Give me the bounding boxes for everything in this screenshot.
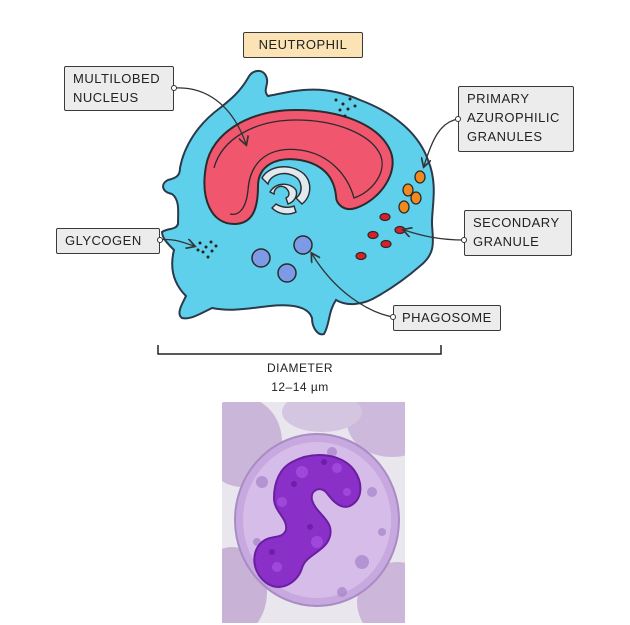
label-anchor-dot — [157, 237, 163, 243]
label-glycogen: GLYCOGEN — [56, 228, 160, 254]
primary-granules-leader-line — [424, 118, 459, 166]
diagram-title: NEUTROPHIL — [243, 32, 363, 58]
label-phagosome: PHAGOSOME — [393, 305, 501, 331]
primary-granules — [398, 170, 426, 214]
label-anchor-dot — [390, 314, 396, 320]
diameter-value: 12–14 µm — [271, 380, 329, 394]
label-secondary-granule: SECONDARY GRANULE — [464, 210, 572, 256]
label-multilobed-nucleus: MULTILOBED NUCLEUS — [64, 66, 174, 111]
phagosomes — [251, 235, 313, 283]
phagosome-leader-line — [312, 254, 394, 318]
neutrophil-micrograph-image — [222, 402, 405, 623]
diameter-bracket — [157, 345, 442, 355]
golgi-apparatus — [261, 166, 311, 215]
glycogen-particles — [196, 97, 357, 259]
label-primary-granules: PRIMARY AZUROPHILIC GRANULES — [458, 86, 574, 152]
nucleus-leader-line — [173, 87, 246, 144]
diameter-label: DIAMETER — [266, 361, 333, 375]
secondary-granule-leader-line — [404, 230, 465, 241]
label-anchor-dot — [461, 237, 467, 243]
multilobed-nucleus — [203, 108, 394, 226]
label-anchor-dot — [455, 116, 461, 122]
label-anchor-dot — [171, 85, 177, 91]
